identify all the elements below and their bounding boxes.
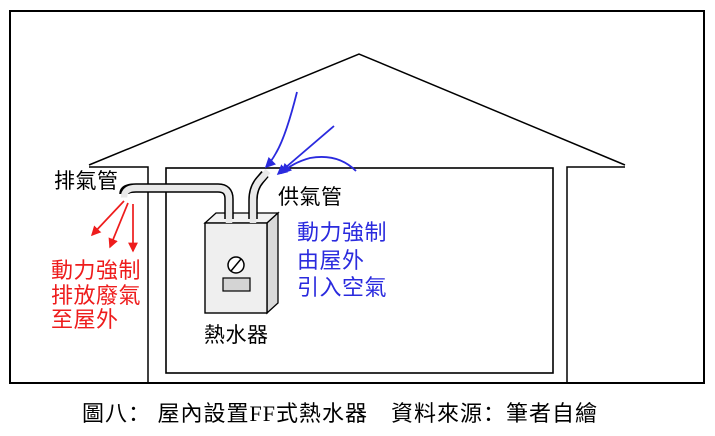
intake-note: 動力強制 由屋外 引入空氣 [297, 220, 388, 300]
water-heater [203, 211, 280, 315]
intake-arrow-icon [264, 91, 298, 169]
supply-pipe [248, 168, 271, 223]
figure-caption: 圖八： 屋內設置FF式熱水器 資料來源：筆者自繪 [82, 401, 598, 426]
figure-border [9, 10, 705, 384]
exhaust-pipe-label: 排氣管 [54, 170, 119, 193]
heater-vent [222, 277, 251, 292]
intake-flow-arrows [264, 91, 357, 176]
heater-top-face [203, 212, 280, 224]
left-wall [89, 166, 149, 383]
roof [88, 53, 626, 166]
water-heater-label: 熱水器 [204, 324, 269, 347]
exhaust-pipe [119, 183, 234, 223]
intake-arrow-icon [280, 156, 357, 175]
exhaust-note: 動力強制 排放廢氣 至屋外 [51, 258, 142, 332]
exhaust-arrow-icon [108, 202, 129, 249]
heater-side-face [266, 211, 279, 315]
supply-pipe-label: 供氣管 [278, 186, 343, 209]
heater-knob-slash [230, 258, 242, 272]
exhaust-flow-arrows [90, 200, 138, 253]
right-wall [566, 166, 625, 383]
intake-arrow-icon [276, 125, 335, 176]
exhaust-arrow-icon [90, 200, 125, 237]
